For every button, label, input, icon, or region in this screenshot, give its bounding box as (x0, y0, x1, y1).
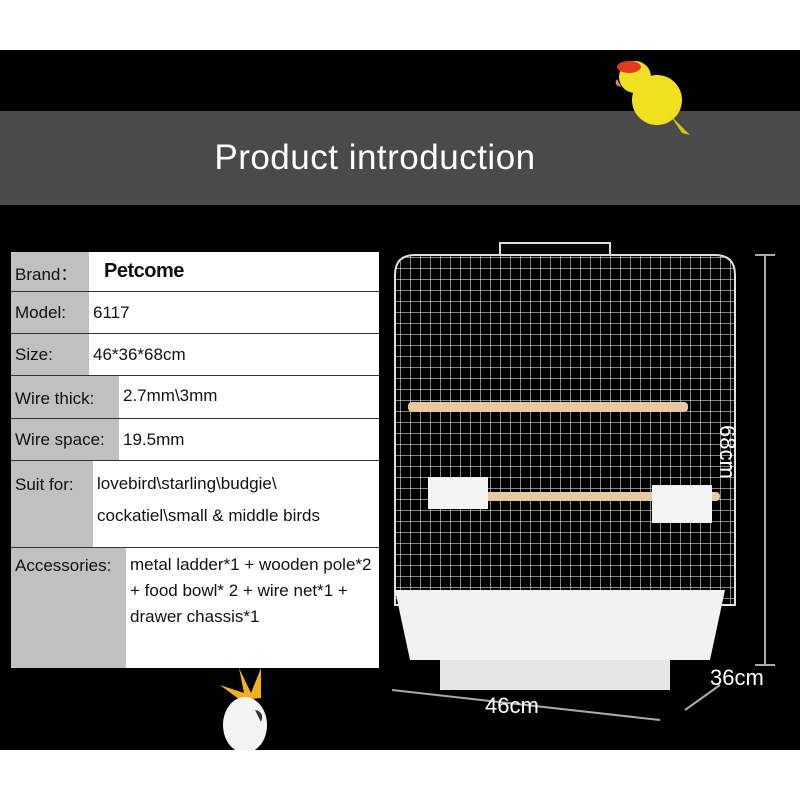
height-dimension: 68cm (715, 425, 740, 479)
spec-row-wire-space: Wire space:19.5mm (11, 419, 379, 461)
spec-row-wire-thick: Wire thick:2.7mm\3mm (11, 376, 379, 419)
spec-row-size: Size:46*36*68cm (11, 334, 379, 376)
depth-dimension: 36cm (710, 665, 764, 690)
spec-row-brand: Brand：Petcome (11, 252, 379, 292)
spec-row-suit-for: Suit for:lovebird\starling\budgie\ cocka… (11, 461, 379, 548)
bird-cage-image (391, 242, 775, 721)
spec-row-accessories: Accessories:metal ladder*1 + wooden pole… (11, 548, 379, 668)
spec-table: Brand：Petcome Model:6117 Size:46*36*68cm… (11, 252, 379, 668)
cockatoo-image (220, 668, 267, 750)
spec-row-model: Model:6117 (11, 292, 379, 334)
yellow-parrot-image (615, 61, 690, 135)
title-banner: Product introduction (0, 111, 800, 205)
page-title: Product introduction (214, 138, 536, 177)
width-dimension: 46cm (485, 693, 539, 718)
